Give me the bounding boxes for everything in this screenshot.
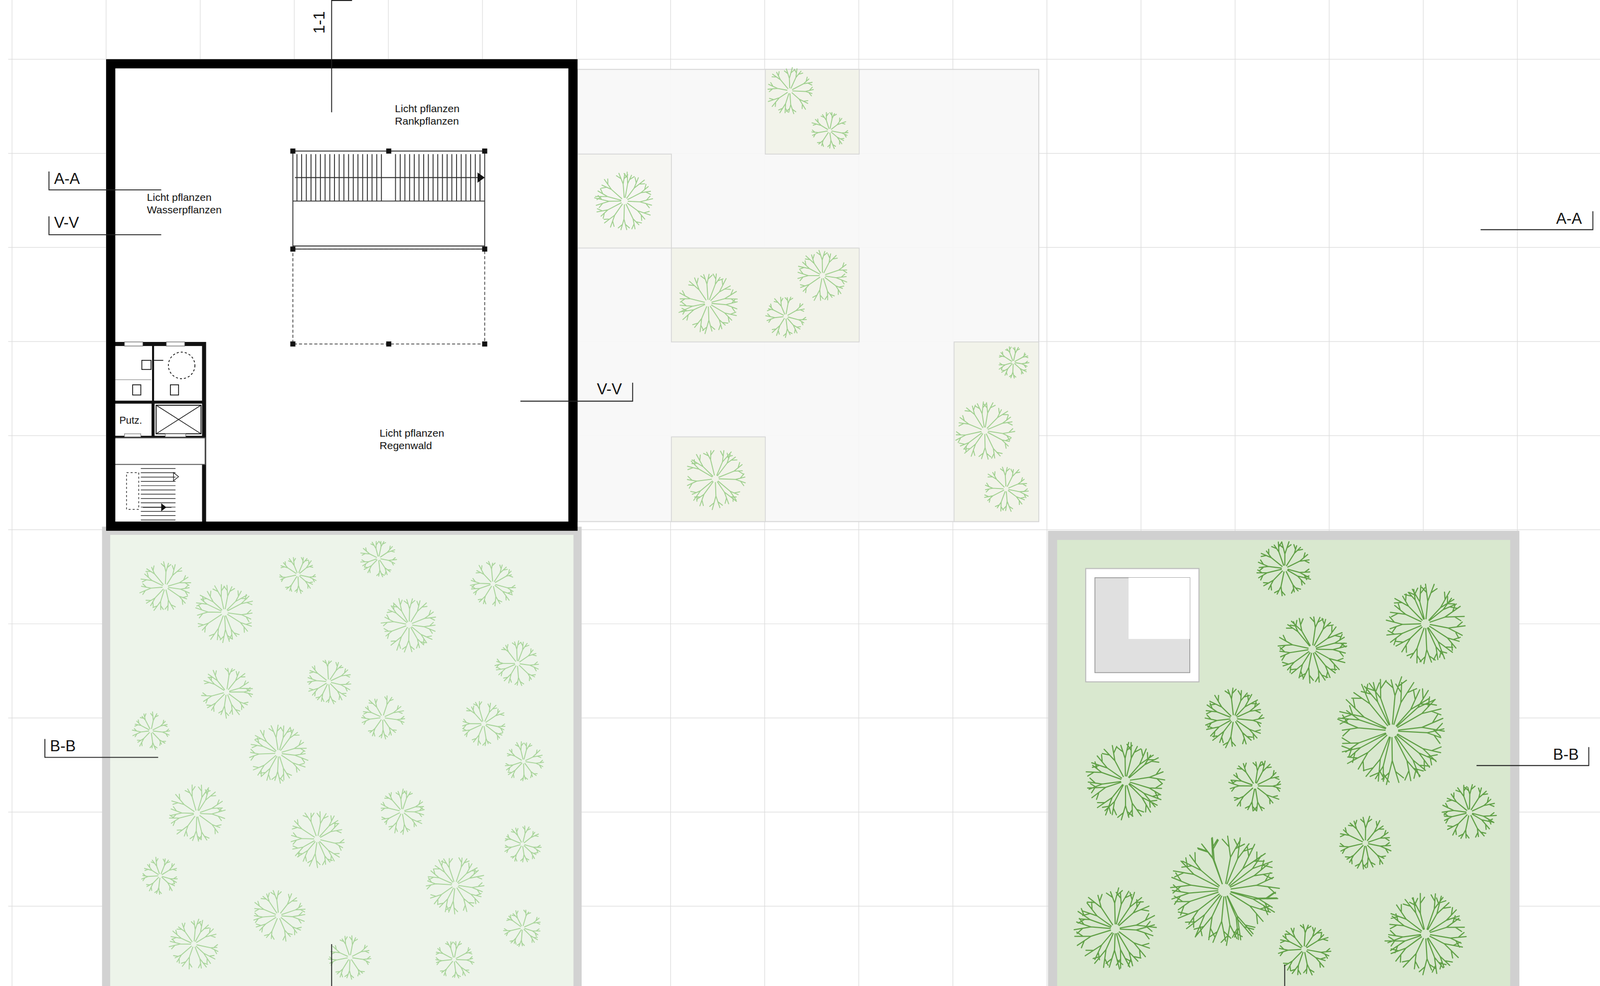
tree-symbol (998, 346, 1029, 379)
tree-symbol (503, 910, 540, 947)
tree-symbol (1205, 687, 1265, 748)
tree-symbol (956, 401, 1015, 460)
tree-symbol (1170, 835, 1280, 946)
tree-symbol (1074, 887, 1157, 969)
tree-symbol (168, 919, 218, 969)
tree-symbol (1278, 924, 1331, 975)
section-mark: 1-1 (310, 11, 329, 34)
stair-tread (141, 519, 176, 520)
tree-symbol (1386, 584, 1465, 664)
tree-symbol (494, 640, 539, 686)
tree-symbol (594, 171, 653, 230)
tree-symbol (201, 668, 253, 719)
stair-tread (141, 506, 176, 508)
room-label: Licht pflanzen Wasserpflanzen (147, 190, 231, 216)
tree-symbol (291, 811, 344, 868)
tree-symbol (361, 695, 405, 740)
garden-area-dark (1057, 539, 1511, 986)
building-wall (110, 63, 573, 527)
tree-symbol (169, 785, 226, 842)
tree-symbol (381, 598, 436, 652)
section-mark: B-B (49, 736, 76, 756)
service-core (109, 341, 205, 525)
tree-symbol (462, 701, 505, 746)
stair-tread (141, 476, 176, 478)
tree-symbol (328, 935, 371, 979)
tree-symbol (139, 561, 191, 611)
tree-symbol (470, 561, 516, 606)
section-mark: A-A (54, 169, 81, 188)
tree-symbol (1441, 784, 1497, 839)
stair-tread (141, 510, 176, 512)
tree-symbol (984, 467, 1029, 512)
tree-symbol (1086, 742, 1165, 820)
tree-symbol (1278, 617, 1347, 684)
tree-symbol (1339, 816, 1392, 870)
tree-symbol (195, 584, 253, 643)
grid-line (11, 0, 13, 986)
skylight (1085, 568, 1199, 682)
tree-symbol (811, 112, 849, 149)
tree-symbol (132, 711, 170, 750)
tree-symbol (381, 789, 425, 835)
tree-symbol (687, 450, 746, 510)
tree-symbol (678, 273, 738, 334)
stair-tread (141, 493, 176, 495)
tree-symbol (504, 825, 542, 862)
tree-symbol (279, 557, 317, 594)
main-stair (293, 151, 485, 344)
room-label: Putz. (119, 414, 143, 427)
planting-patches (577, 69, 1039, 522)
tree-symbol (253, 890, 306, 942)
garden-frame (1047, 530, 1520, 986)
tree-symbol (1257, 541, 1311, 596)
tree-symbol (435, 941, 475, 978)
stair-tread (141, 489, 176, 490)
tree-symbol (307, 659, 351, 704)
tree-symbol (426, 857, 484, 915)
section-lines (44, 0, 1594, 986)
section-mark: B-B (1553, 745, 1580, 764)
grid-line (1046, 0, 1048, 986)
section-mark: A-A (1556, 209, 1583, 228)
tree-symbol (798, 250, 847, 301)
tree-symbol (360, 541, 397, 577)
column-posts (290, 148, 487, 347)
room-label: Licht pflanzen Rankpflanzen (394, 102, 479, 128)
stair-tread (141, 472, 176, 474)
tree-symbol (505, 741, 544, 781)
tree-symbol (1228, 761, 1281, 811)
section-mark: V-V (597, 379, 623, 399)
tree-symbol (768, 67, 814, 115)
stair-tread (141, 485, 176, 486)
section-mark: V-V (54, 213, 80, 232)
stair-tread (141, 497, 176, 499)
room-label: Licht pflanzen Regenwald (379, 426, 464, 452)
tree-symbol (1385, 893, 1467, 975)
tree-symbol (249, 725, 309, 784)
terrace-area (577, 69, 1039, 522)
stair-tread (141, 502, 176, 503)
garden-area (106, 530, 578, 986)
stair-tread (141, 468, 176, 469)
stair-tread (141, 480, 176, 482)
stair-tread (141, 515, 176, 516)
tree-symbol (765, 297, 807, 338)
tree-symbol (141, 857, 177, 895)
tree-symbol (1337, 676, 1445, 785)
